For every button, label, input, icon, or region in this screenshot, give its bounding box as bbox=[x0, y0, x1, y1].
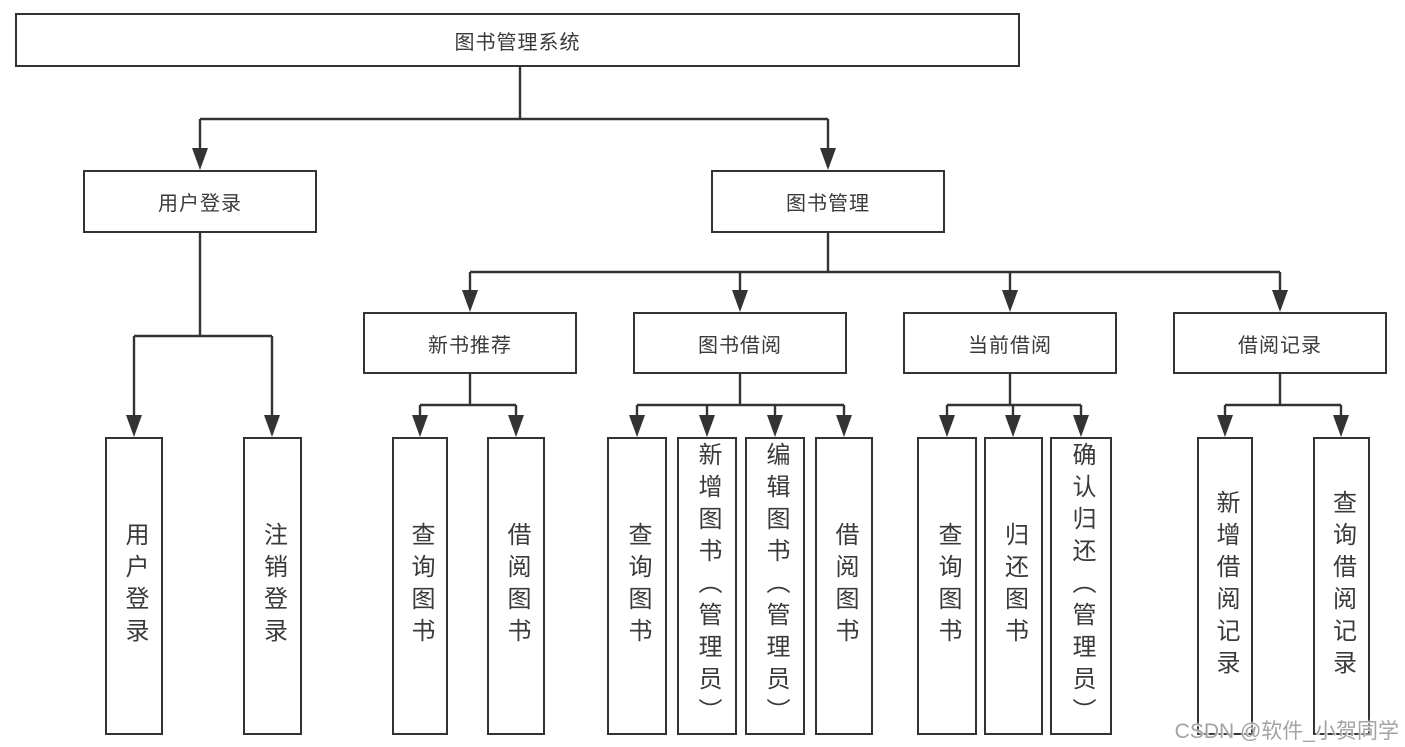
arrowheads bbox=[126, 148, 1349, 437]
connector-lines bbox=[132, 67, 1343, 419]
node-current-borrowing: 当前借阅 bbox=[903, 312, 1117, 374]
leaf-borrow-books-recommend: 借阅图书 bbox=[487, 437, 545, 735]
csdn-watermark: CSDN @软件_小贺同学 bbox=[1174, 720, 1399, 743]
leaf-query-borrow-record: 查询借阅记录 bbox=[1313, 437, 1370, 735]
leaf-query-books-recommend: 查询图书 bbox=[392, 437, 448, 735]
leaf-user-login: 用户登录 bbox=[105, 437, 163, 735]
leaf-query-books-current: 查询图书 bbox=[917, 437, 977, 735]
node-library-system: 图书管理系统 bbox=[15, 13, 1020, 67]
node-borrowing-records: 借阅记录 bbox=[1173, 312, 1387, 374]
leaf-confirm-return-admin: 确认归还（管理员） bbox=[1050, 437, 1112, 735]
node-book-management: 图书管理 bbox=[711, 170, 945, 233]
leaf-add-borrow-record: 新增借阅记录 bbox=[1197, 437, 1253, 735]
node-book-borrowing: 图书借阅 bbox=[633, 312, 847, 374]
leaf-edit-books-admin: 编辑图书（管理员） bbox=[745, 437, 805, 735]
node-user-login: 用户登录 bbox=[83, 170, 317, 233]
leaf-add-books-admin: 新增图书（管理员） bbox=[677, 437, 737, 735]
leaf-borrow-books: 借阅图书 bbox=[815, 437, 873, 735]
node-new-book-recommend: 新书推荐 bbox=[363, 312, 577, 374]
leaf-logout: 注销登录 bbox=[243, 437, 302, 735]
leaf-query-books-borrow: 查询图书 bbox=[607, 437, 667, 735]
leaf-return-books: 归还图书 bbox=[984, 437, 1043, 735]
